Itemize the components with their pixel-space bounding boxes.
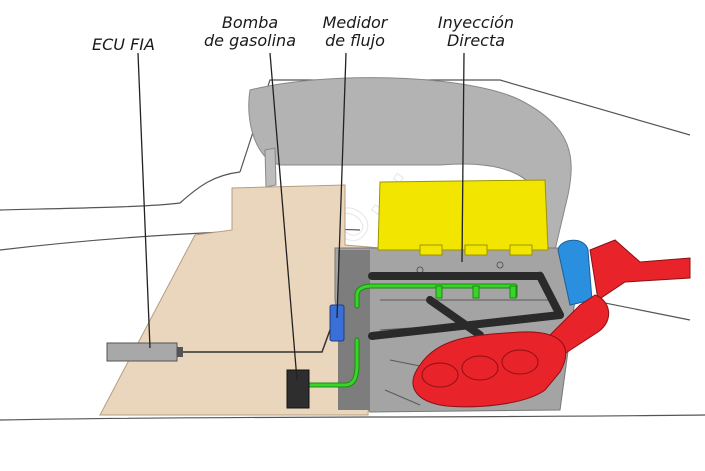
label-injection-line2: Directa (447, 31, 505, 50)
floor-line (0, 414, 705, 421)
label-injection-line1: Inyección (438, 13, 514, 32)
rail-connector (536, 272, 564, 319)
manifold-pipe-1 (421, 362, 459, 388)
manifold-pipe-3 (501, 349, 539, 375)
manifold-pipe-2 (461, 355, 499, 381)
injector-2 (472, 285, 480, 299)
exhaust-system (412, 239, 691, 408)
ecu-box (106, 342, 178, 362)
leader-injection (461, 52, 465, 263)
head-tabs (419, 244, 533, 256)
label-ecu: ECU FIA (92, 35, 155, 54)
airbox-support (264, 147, 277, 188)
injector-1 (435, 285, 443, 299)
label-flow-line1: Medidor (323, 13, 389, 32)
body-line-upper (0, 171, 241, 211)
exhaust-tailpipe (589, 239, 691, 301)
ecu-connector (177, 347, 183, 357)
leader-pump (269, 52, 298, 381)
label-pump-line2: de gasolina (204, 31, 296, 50)
fuel-lines-highlight (306, 284, 517, 387)
injector-rails (368, 272, 564, 340)
ecu-wire (183, 329, 331, 353)
leader-lines (137, 52, 465, 381)
airbox-cover (248, 77, 572, 251)
label-pump-line1: Bomba (222, 13, 278, 32)
intercooler-pipe (557, 239, 593, 306)
leader-flow-meter (336, 52, 347, 319)
label-flow-line2: de flujo (325, 31, 385, 50)
leader-ecu (137, 52, 151, 349)
injectors (435, 285, 517, 299)
rail-link (426, 296, 484, 339)
fuel-pump-block (286, 369, 310, 409)
injector-3 (509, 285, 517, 299)
